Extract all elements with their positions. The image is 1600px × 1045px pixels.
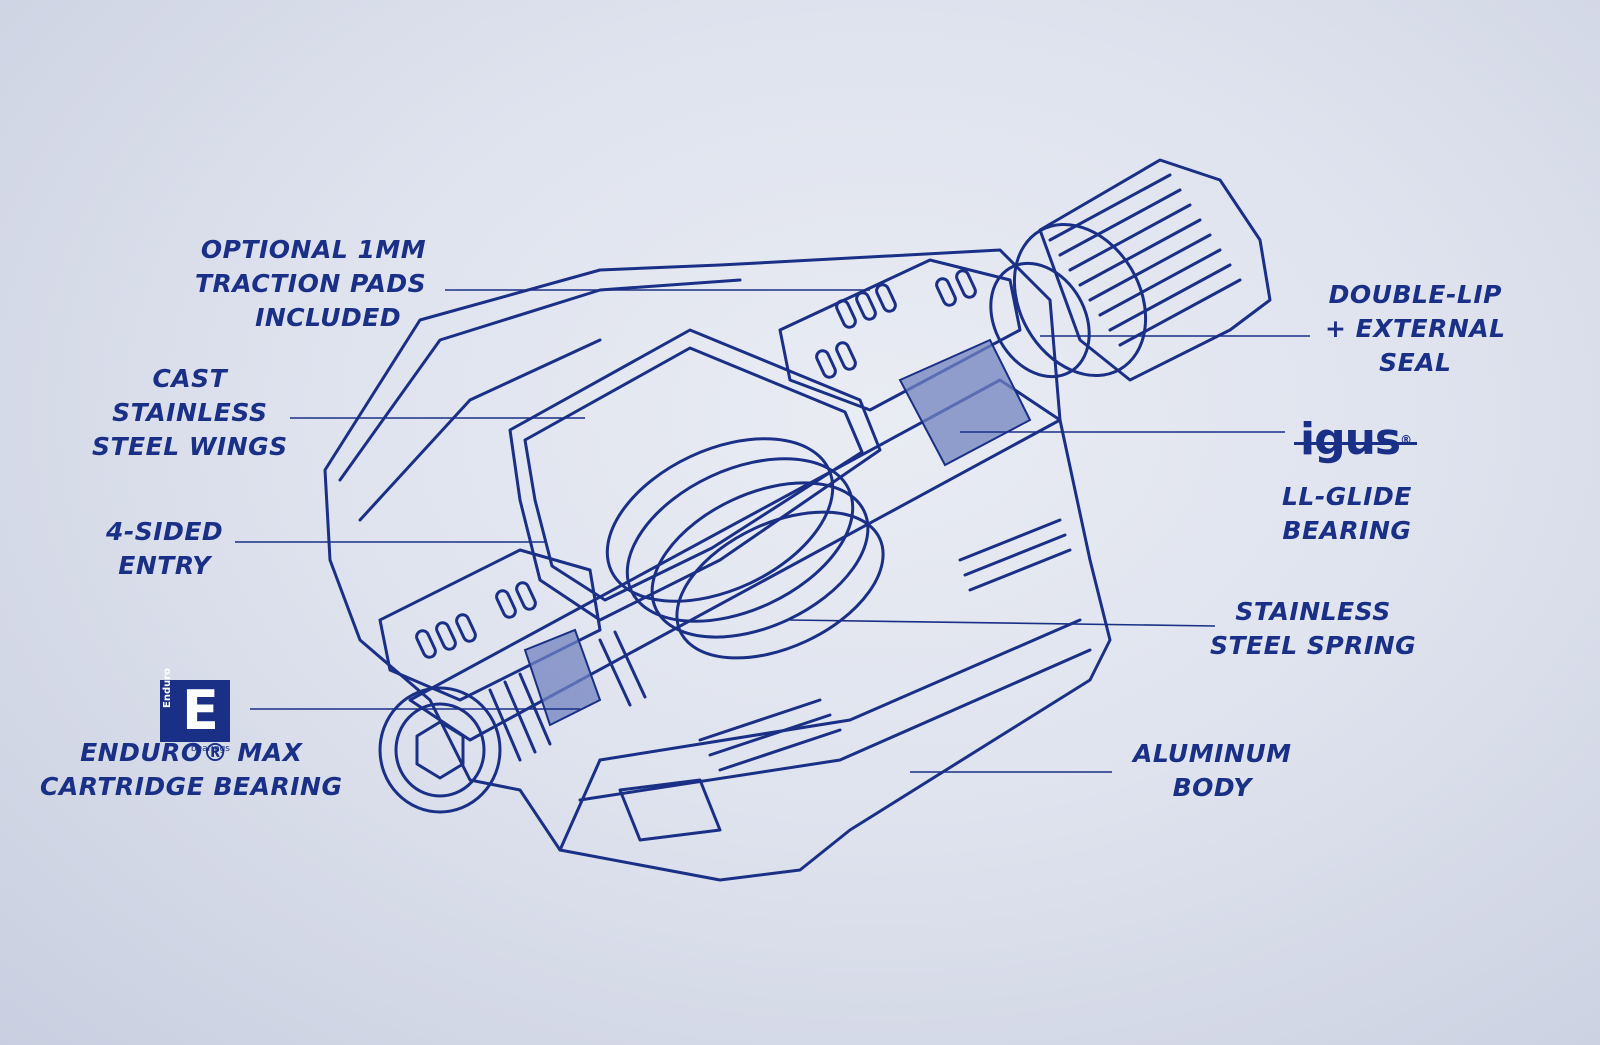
traction-pad-upper <box>778 258 1022 412</box>
label-line: ENDURO® MAX <box>80 738 303 767</box>
igus-logo-word: igus <box>1300 414 1401 465</box>
label-line: STEEL WINGS <box>92 432 288 461</box>
label-line: DOUBLE-LIP <box>1328 280 1502 309</box>
seal-collar <box>1012 223 1148 377</box>
traction-pad-lower <box>378 548 602 702</box>
label-line: LL-GLIDE <box>1282 482 1412 511</box>
axle-thread <box>1038 158 1272 382</box>
axle-cap <box>378 686 502 814</box>
igus-logo-strike <box>1294 442 1418 445</box>
label-line: STEEL SPRING <box>1210 631 1417 660</box>
label-wings: CAST STAINLESS STEEL WINGS <box>92 362 288 464</box>
label-line: STAINLESS <box>1235 597 1391 626</box>
spring-coil <box>605 437 835 603</box>
label-line: OPTIONAL 1MM <box>200 235 427 264</box>
label-body: ALUMINUM BODY <box>1133 737 1292 805</box>
igus-bearing-highlight <box>898 338 1032 467</box>
label-line: CARTRIDGE BEARING <box>40 772 343 801</box>
label-entry: 4-SIDED ENTRY <box>106 515 223 583</box>
label-spring: STAINLESS STEEL SPRING <box>1210 595 1416 663</box>
enduro-logo-word: Enduro <box>162 667 173 708</box>
label-line: BODY <box>1172 773 1252 802</box>
enduro-bearings-logo: E Enduro bearings <box>160 668 230 754</box>
label-enduro: ENDURO® MAX CARTRIDGE BEARING <box>40 736 342 804</box>
enduro-bearing-highlight <box>523 628 602 727</box>
label-line: BEARING <box>1282 516 1412 545</box>
igus-logo: igus® <box>1294 418 1418 462</box>
enduro-logo-box <box>160 680 230 742</box>
label-line: TRACTION PADS <box>195 269 427 298</box>
aluminum-body <box>323 248 1112 882</box>
hex-socket <box>415 720 465 780</box>
enduro-logo-e: E <box>182 679 219 742</box>
label-line: CAST <box>152 364 228 393</box>
label-seal: DOUBLE-LIP + EXTERNAL SEAL <box>1325 278 1506 380</box>
label-line: INCLUDED <box>255 303 402 332</box>
leader-spring <box>789 619 1216 627</box>
steel-wings <box>508 328 882 622</box>
label-igus-bearing: LL-GLIDE BEARING <box>1282 480 1412 548</box>
enduro-logo-sub: bearings <box>190 744 230 754</box>
label-line: SEAL <box>1379 348 1452 377</box>
label-line: ALUMINUM <box>1133 739 1292 768</box>
label-line: 4-SIDED <box>106 517 224 546</box>
label-line: + EXTERNAL <box>1325 314 1506 343</box>
label-line: ENTRY <box>118 551 211 580</box>
label-line: STAINLESS <box>112 398 268 427</box>
label-traction-pads: OPTIONAL 1MM TRACTION PADS INCLUDED <box>195 233 426 335</box>
